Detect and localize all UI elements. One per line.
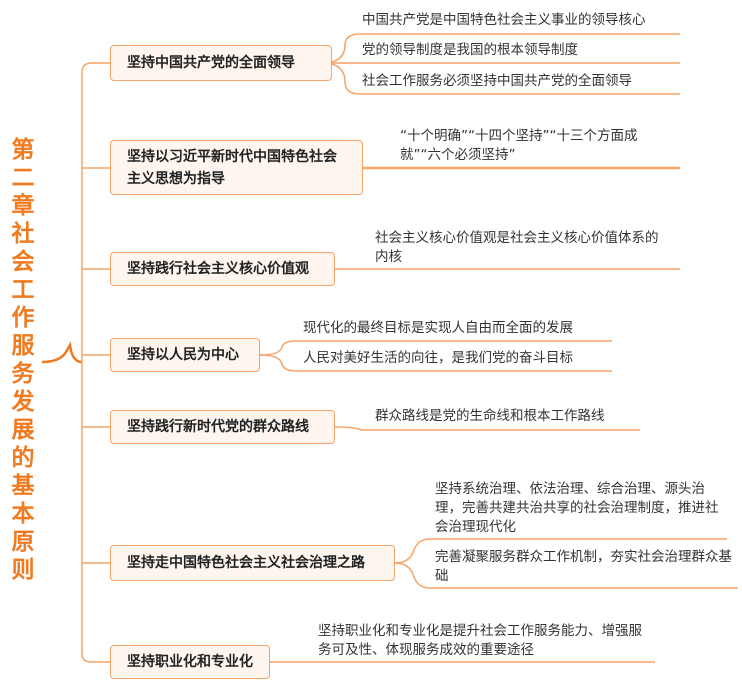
leaf: 社会工作服务必须坚持中国共产党的全面领导 <box>362 73 632 89</box>
leaf: 坚持系统治理、依法治理、综合治理、源头治理，完善共建共治共享的社会治理制度，推进… <box>435 481 719 535</box>
leaf: 社会主义核心价值观是社会主义核心价值体系的内核 <box>375 230 659 265</box>
root-title: 第二章社会工作服务发展的基本原则 <box>11 137 35 583</box>
branch-party-leadership[interactable]: 坚持中国共产党的全面领导 <box>110 45 332 81</box>
leaf: “十个明确”“十四个坚持”“十三个方面成就”“六个必须坚持” <box>400 128 638 163</box>
leaf: 完善凝聚服务群众工作机制，夯实社会治理群众基础 <box>435 549 732 584</box>
leaf: 党的领导制度是我国的根本领导制度 <box>362 42 578 58</box>
leaf: 中国共产党是中国特色社会主义事业的领导核心 <box>362 12 646 28</box>
leaf: 坚持职业化和专业化是提升社会工作服务能力、增强服务可及性、体现服务成效的重要途径 <box>318 623 642 658</box>
branch-core-values[interactable]: 坚持践行社会主义核心价值观 <box>110 252 335 286</box>
branch-mass-line[interactable]: 坚持践行新时代党的群众路线 <box>110 410 335 444</box>
branch-professionalization[interactable]: 坚持职业化和专业化 <box>110 645 270 679</box>
branch-people-centered[interactable]: 坚持以人民为中心 <box>110 338 260 372</box>
branch-social-governance[interactable]: 坚持走中国特色社会主义社会治理之路 <box>110 545 395 581</box>
leaf: 群众路线是党的生命线和根本工作路线 <box>375 408 605 424</box>
branch-xi-thought[interactable]: 坚持以习近平新时代中国特色社会主义思想为指导 <box>110 140 363 195</box>
leaf: 人民对美好生活的向往，是我们党的奋斗目标 <box>303 350 573 366</box>
leaf: 现代化的最终目标是实现人自由而全面的发展 <box>303 320 573 336</box>
